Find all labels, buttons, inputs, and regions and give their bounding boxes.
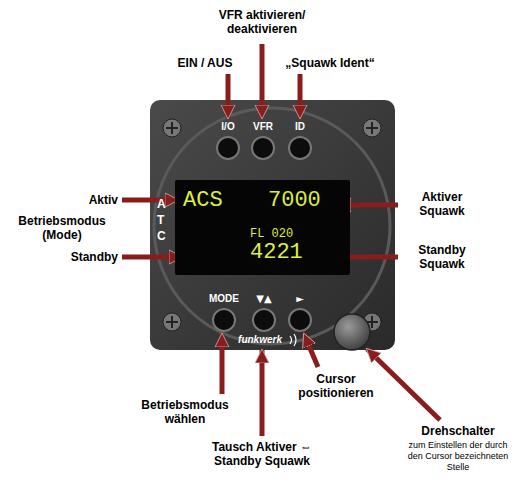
screws xyxy=(163,119,381,331)
bezel-ring xyxy=(154,108,390,344)
button-label: I/O xyxy=(213,121,243,133)
active-mode: ACS xyxy=(183,190,223,212)
callout-label: VFR aktivieren/ deaktivieren xyxy=(202,8,322,37)
callout-label: Drehschalter xyxy=(400,424,516,438)
callout-label: „Squawk Ident“ xyxy=(280,56,380,70)
callout-label: Tausch Aktiver ⇔ Standby Squawk xyxy=(198,440,326,469)
front-panel xyxy=(150,100,395,350)
callout-label: EIN / AUS xyxy=(165,56,245,70)
flight-level: FL 020 xyxy=(250,228,293,240)
active-squawk: 7000 xyxy=(268,190,321,212)
callout-label: Betriebsmodus wählen xyxy=(130,398,240,427)
brand-logo: funkwerk xyxy=(230,334,290,346)
leader-arrows xyxy=(122,44,440,436)
logo-waves xyxy=(290,334,296,346)
vertical-panel-text: ATC xyxy=(157,196,164,245)
callout-label: Standby xyxy=(58,250,118,264)
button-label: ID xyxy=(285,121,315,133)
callout-label: Aktiver Squawk xyxy=(402,190,482,219)
standby-squawk: 4221 xyxy=(250,242,303,264)
button-label: VFR xyxy=(248,121,278,133)
callout-label: Standby Squawk xyxy=(402,243,482,272)
callout-note: zum Einstellen der durch den Cursor beze… xyxy=(400,440,516,472)
callout-label: Betriebsmodus (Mode) xyxy=(4,214,120,243)
rotary-knob xyxy=(334,314,370,350)
button-label: MODE xyxy=(202,293,246,305)
button-label: ▼▲ xyxy=(246,293,282,305)
callout-label: Cursor positionieren xyxy=(290,372,382,401)
display-screen: ACS 7000 FL 020 4221 xyxy=(175,180,350,275)
callout-label: Aktiv xyxy=(58,193,118,207)
button-label: ► xyxy=(286,293,314,305)
